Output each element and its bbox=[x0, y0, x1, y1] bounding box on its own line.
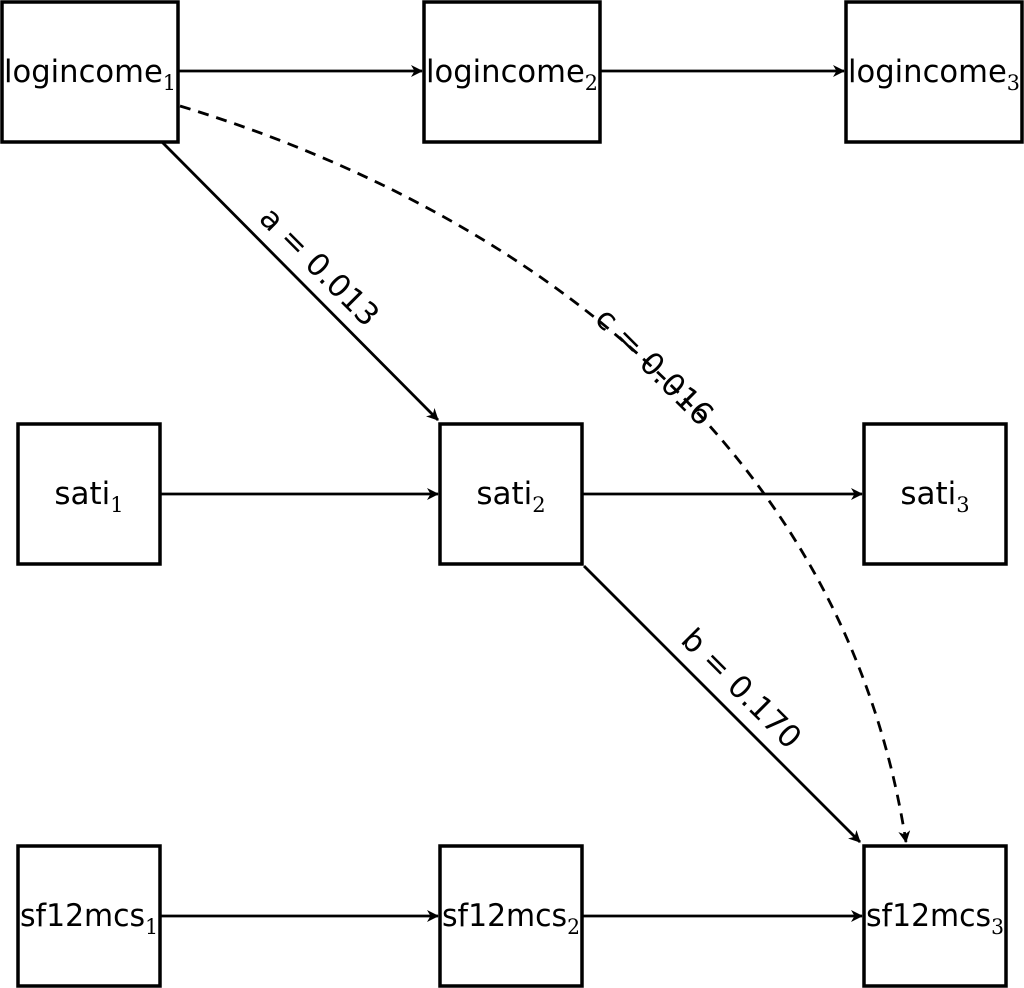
node-box-sati3 bbox=[862, 422, 1008, 566]
node-box-sati1 bbox=[16, 422, 162, 566]
node-logincome2: logincome2 bbox=[422, 0, 602, 144]
node-sf12mcs3: sf12mcs3 bbox=[862, 844, 1008, 988]
node-label-base: logincome bbox=[848, 54, 1007, 90]
node-label-base: sf12mcs bbox=[20, 898, 145, 934]
node-label-sati2: sati2 bbox=[476, 476, 545, 517]
node-logincome1: logincome1 bbox=[0, 0, 180, 144]
node-label-subscript: 2 bbox=[567, 915, 580, 939]
node-label-logincome2: logincome2 bbox=[426, 54, 598, 95]
node-box-logincome1 bbox=[0, 0, 180, 144]
node-label-sf12mcs3: sf12mcs3 bbox=[866, 898, 1004, 939]
node-label-sf12mcs1: sf12mcs1 bbox=[20, 898, 158, 939]
edge-label-path-c: c = 0.016 bbox=[588, 301, 721, 434]
edges-layer bbox=[160, 65, 911, 922]
node-label-base: sf12mcs bbox=[866, 898, 991, 934]
node-label-sati3: sati3 bbox=[900, 476, 969, 517]
node-label-subscript: 1 bbox=[110, 493, 123, 517]
node-label-base: sf12mcs bbox=[442, 898, 567, 934]
node-label-base: sati bbox=[54, 476, 110, 512]
node-box-sf12mcs1 bbox=[16, 844, 162, 988]
node-sf12mcs1: sf12mcs1 bbox=[16, 844, 162, 988]
node-label-sati1: sati1 bbox=[54, 476, 123, 517]
node-label-base: sati bbox=[476, 476, 532, 512]
edge-arrow-path-b bbox=[583, 565, 861, 843]
node-label-base: logincome bbox=[4, 54, 163, 90]
node-label-base: sati bbox=[900, 476, 956, 512]
node-label-subscript: 2 bbox=[532, 493, 545, 517]
node-box-sati2 bbox=[438, 422, 584, 566]
node-label-subscript: 1 bbox=[163, 71, 176, 95]
edge-arrow-path-a bbox=[161, 141, 439, 421]
node-box-logincome2 bbox=[422, 0, 602, 144]
node-label-base: logincome bbox=[426, 54, 585, 90]
node-sati2: sati2 bbox=[438, 422, 584, 566]
node-sf12mcs2: sf12mcs2 bbox=[438, 844, 584, 988]
edge-label-path-a: a = 0.013 bbox=[252, 200, 386, 334]
node-label-subscript: 3 bbox=[991, 915, 1004, 939]
edge-label-path-b: b = 0.170 bbox=[674, 622, 808, 756]
node-label-logincome1: logincome1 bbox=[4, 54, 176, 95]
node-label-sf12mcs2: sf12mcs2 bbox=[442, 898, 580, 939]
node-box-sf12mcs3 bbox=[862, 844, 1008, 988]
node-label-subscript: 3 bbox=[956, 493, 969, 517]
edge-arrow-path-c bbox=[179, 104, 911, 843]
node-label-logincome3: logincome3 bbox=[848, 54, 1020, 95]
node-sati3: sati3 bbox=[862, 422, 1008, 566]
node-label-subscript: 1 bbox=[145, 915, 158, 939]
node-box-logincome3 bbox=[844, 0, 1024, 144]
node-label-subscript: 3 bbox=[1007, 71, 1020, 95]
node-box-sf12mcs2 bbox=[438, 844, 584, 988]
node-sati1: sati1 bbox=[16, 422, 162, 566]
node-label-subscript: 2 bbox=[585, 71, 598, 95]
node-logincome3: logincome3 bbox=[844, 0, 1024, 144]
